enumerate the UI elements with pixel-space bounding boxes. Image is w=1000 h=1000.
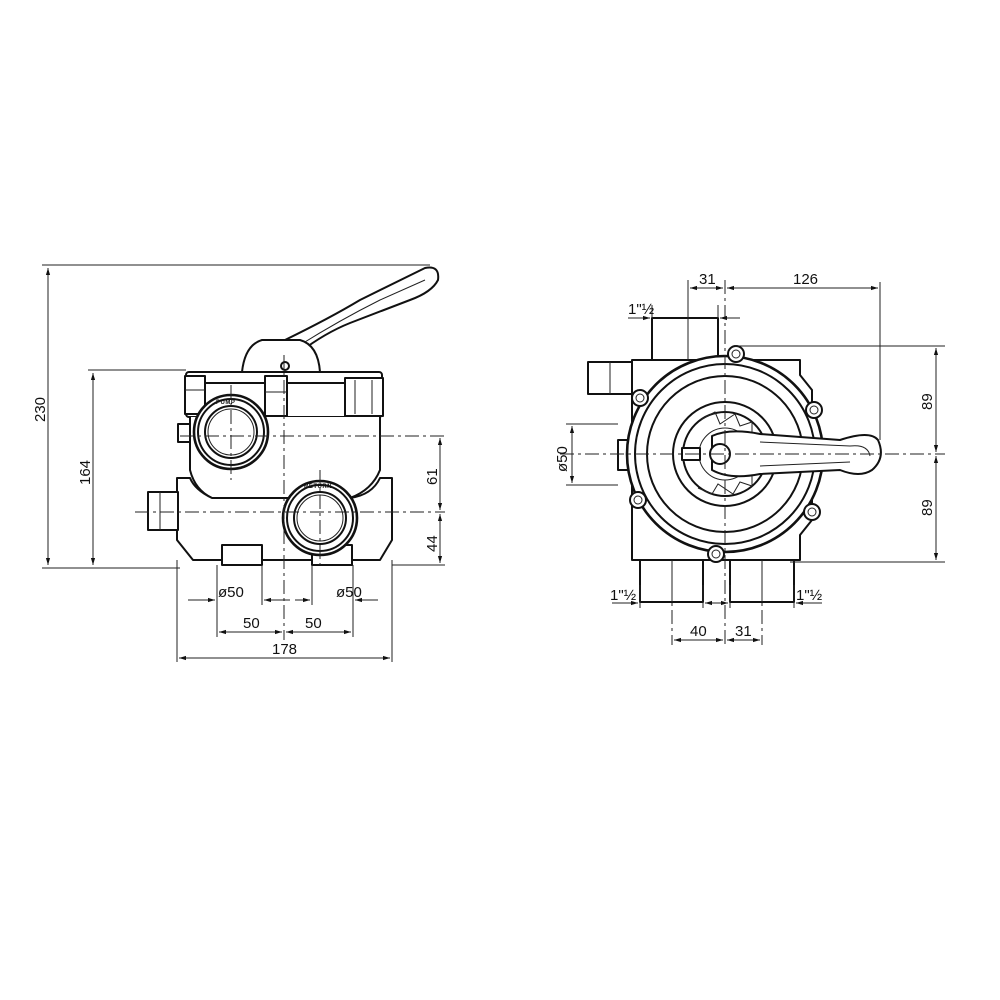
dim-overall-height: 230	[32, 397, 49, 422]
dim-lower-port: 44	[424, 535, 441, 552]
dim-bottom-right-offset: 31	[735, 623, 752, 640]
dim-top-offset: 31	[699, 271, 716, 288]
dim-right-port-dia: ø50	[336, 584, 362, 601]
dim-overall-width: 178	[272, 641, 297, 658]
return-label: RETURN	[304, 484, 332, 490]
dim-handle-length: 126	[793, 271, 818, 288]
dim-bottom-right-thread: 1"½	[796, 587, 823, 604]
dim-bottom-left-offset: 40	[690, 623, 707, 640]
dim-upper-port: 61	[424, 468, 441, 485]
dim-bottom-left-thread: 1"½	[610, 587, 637, 604]
dim-left-spacing: 50	[243, 615, 260, 632]
dim-left-port-dia: ø50	[218, 584, 244, 601]
dim-right-spacing: 50	[305, 615, 322, 632]
dim-body-height: 164	[77, 460, 94, 485]
dim-top-thread: 1"½	[628, 301, 655, 318]
dim-side-port-dia: ø50	[554, 446, 571, 472]
top-view: 31 126 1"½ 89 89 ø50 1"½ 1"½ 40 31	[554, 271, 945, 645]
valve-body	[147, 416, 393, 566]
lever-handle	[241, 266, 440, 373]
pump-label: PUMP	[216, 400, 235, 406]
dim-lower-half: 89	[919, 499, 936, 516]
dim-upper-half: 89	[919, 393, 936, 410]
front-view: PUMP RETURN 230 164 61 44	[32, 264, 445, 662]
pump-port: PUMP	[192, 393, 270, 471]
return-port: RETURN	[281, 479, 359, 557]
